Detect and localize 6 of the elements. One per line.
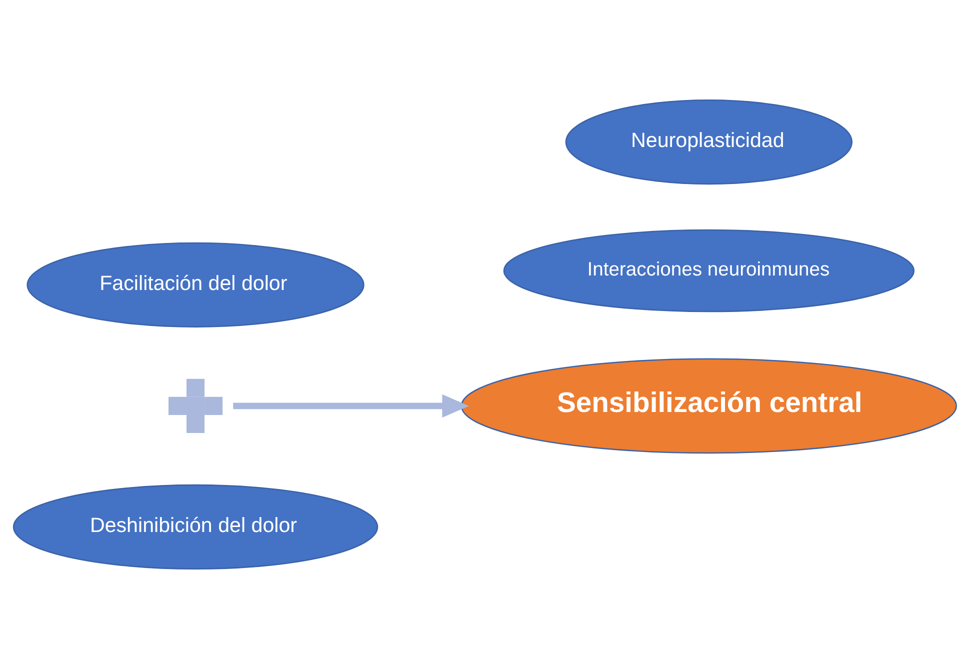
node-ellipse: Interacciones neuroinmunes (503, 228, 915, 312)
node-ellipse: Sensibilización central (460, 358, 957, 454)
arrow (233, 394, 469, 418)
node-ellipse: Facilitación del dolor (26, 242, 364, 327)
node-ellipse: Neuroplasticidad (565, 98, 853, 184)
node-ellipse: Deshinibición del dolor (12, 484, 378, 570)
